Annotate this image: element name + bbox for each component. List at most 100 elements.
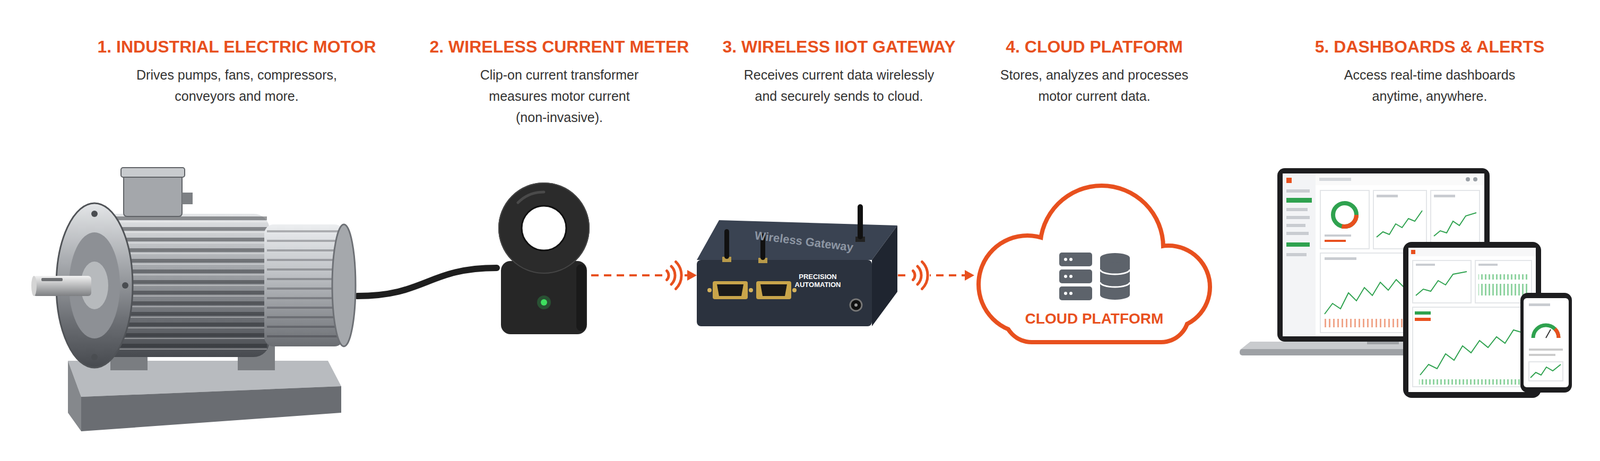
cloud-outline-part-part — [1059, 269, 1093, 284]
step-heading: 3. WIRELESS IIOT GATEWAY — [722, 37, 956, 57]
step-caption: 2. WIRELESS CURRENT METER Clip-on current… — [429, 37, 690, 128]
dashboard-devices-part — [1333, 203, 1357, 227]
dashboard-devices-part — [1324, 239, 1346, 242]
cloud-outline-part — [980, 187, 1208, 341]
wireless-symbol-part-part — [913, 271, 916, 281]
dashboard-devices-part — [1528, 361, 1563, 382]
dashboard-devices-part — [1373, 190, 1427, 249]
gateway-illustration-part — [756, 281, 792, 300]
dashboard-devices-part — [1286, 189, 1310, 193]
arrow-head — [687, 270, 697, 281]
dashboard-devices-part — [1528, 353, 1556, 357]
dashboard-devices-part — [1433, 212, 1477, 237]
dashboard-devices-part — [1478, 263, 1498, 266]
dashboard-devices-part — [1286, 215, 1310, 220]
step-heading: 4. CLOUD PLATFORM — [993, 37, 1196, 57]
dashboard-devices-part — [1408, 247, 1536, 393]
logo-label: PRECISION AUTOMATION — [792, 273, 844, 290]
cloud-outline-part — [1100, 257, 1130, 296]
dashboard-devices-part — [1473, 177, 1478, 182]
motor-illustration-part — [32, 275, 92, 297]
dashboard-devices-part — [1430, 190, 1480, 249]
dashboard-devices-part — [1415, 271, 1467, 296]
motor-illustration-part — [182, 192, 193, 205]
cloud-outline-part-part — [1059, 252, 1093, 267]
step-caption: 1. INDUSTRIAL ELECTRIC MOTOR Drives pumps… — [97, 37, 376, 107]
gateway-illustration-part — [696, 220, 898, 261]
cloud-outline-part-part — [1069, 291, 1073, 296]
cloud-outline-part-part — [1006, 287, 1187, 341]
gateway-illustration-part — [724, 229, 730, 259]
wireless-symbol-part-part — [667, 271, 670, 281]
cloud-outline-part-part — [1064, 291, 1068, 296]
dashboard-devices-part — [1320, 190, 1370, 249]
cloud-outline-part — [1100, 269, 1130, 275]
wireless-symbol-part-part — [922, 262, 929, 290]
wireless-symbol-part-part — [671, 266, 676, 285]
dashboard-devices-part — [1286, 223, 1306, 228]
motor-node: 1. INDUSTRIAL ELECTRIC MOTORDrives pumps… — [30, 163, 358, 434]
motor-illustration — [30, 163, 358, 434]
step-heading: 1. INDUSTRIAL ELECTRIC MOTOR — [97, 37, 376, 57]
dashboard-devices-part — [1324, 257, 1357, 261]
motor-illustration-part — [120, 167, 185, 178]
step-description: Receives current data wirelessly and sec… — [738, 64, 940, 107]
motor-illustration-part — [266, 227, 342, 344]
gateway-illustration-part — [854, 303, 858, 307]
step-caption: 4. CLOUD PLATFORMStores, analyzes and pr… — [993, 37, 1196, 107]
dashboard-devices-part — [1433, 194, 1456, 198]
current-clamp-illustration-part — [540, 299, 548, 306]
wireless-symbol-part-part — [917, 266, 922, 285]
gateway-illustration-part — [696, 260, 872, 327]
wireless-symbol-part — [663, 258, 685, 292]
gateway-illustration-part — [850, 299, 862, 311]
dashboard-node: 5. DASHBOARDS & ALERTSAccess real-time d… — [1239, 168, 1572, 399]
current-clamp-illustration-part — [517, 192, 544, 203]
wireless-symbol-part — [909, 258, 930, 292]
gateway-illustration-part — [871, 225, 898, 327]
current-clamp-illustration — [496, 181, 592, 337]
dashboard-devices-part — [1286, 242, 1310, 247]
inner-text-holder: CLOUD PLATFORM — [1025, 309, 1164, 328]
gateway-illustration-part — [707, 288, 712, 293]
step-heading: 5. DASHBOARDS & ALERTS — [1315, 37, 1545, 57]
cloud-outline-part-part — [1064, 257, 1068, 262]
dashboard-devices-part — [1367, 341, 1399, 345]
cloud-node: 4. CLOUD PLATFORMStores, analyzes and pr… — [974, 178, 1215, 352]
dashboard-devices-part — [1282, 173, 1316, 337]
cloud-outline-part-part — [1069, 274, 1073, 279]
dashboard-devices-part — [1533, 325, 1559, 339]
dashboard-devices-part — [1528, 348, 1563, 351]
motor-illustration-part — [91, 353, 98, 361]
dashboard-devices-part — [1376, 210, 1423, 238]
step-caption: 5. DASHBOARDS & ALERTSAccess real-time d… — [1315, 37, 1545, 107]
step-description: Drives pumps, fans, compressors, conveyo… — [127, 64, 346, 107]
dashboard-devices-part — [1286, 177, 1292, 184]
dashboard-devices-part — [1408, 247, 1536, 257]
motor-illustration-part — [91, 210, 98, 218]
gateway-illustration-part — [760, 284, 787, 297]
dashboard-devices-part — [1286, 253, 1307, 257]
dashboard-devices-part — [1414, 317, 1431, 322]
dashboard-devices-part — [1286, 231, 1309, 236]
dashboard-devices-part — [1286, 197, 1312, 203]
step-heading: 2. WIRELESS CURRENT METER — [429, 37, 690, 57]
motor-illustration-part — [81, 386, 342, 432]
dashboard-devices-part — [1333, 203, 1357, 227]
cloud-outline-part-part — [1059, 286, 1093, 301]
dashboard-devices-part — [1376, 194, 1398, 198]
dashed-line — [897, 274, 966, 277]
arrow-head — [964, 270, 975, 281]
current-clamp-illustration-part — [537, 295, 551, 310]
dashboard-devices-part — [1412, 260, 1472, 304]
shape-text: CLOUD PLATFORM — [1025, 309, 1164, 328]
wireless-symbol — [909, 258, 930, 292]
motor-illustration-part — [332, 224, 356, 347]
cloud-outline-part — [1100, 282, 1130, 288]
step-description: Clip-on current transformer measures mot… — [471, 64, 647, 128]
dashboard-devices-part — [1523, 298, 1569, 388]
current-clamp-illustration-part — [576, 264, 586, 332]
dashboard-devices-part — [1414, 311, 1431, 315]
cloud-outline-part — [1100, 253, 1130, 263]
cloud-outline-part-part — [1064, 274, 1068, 279]
